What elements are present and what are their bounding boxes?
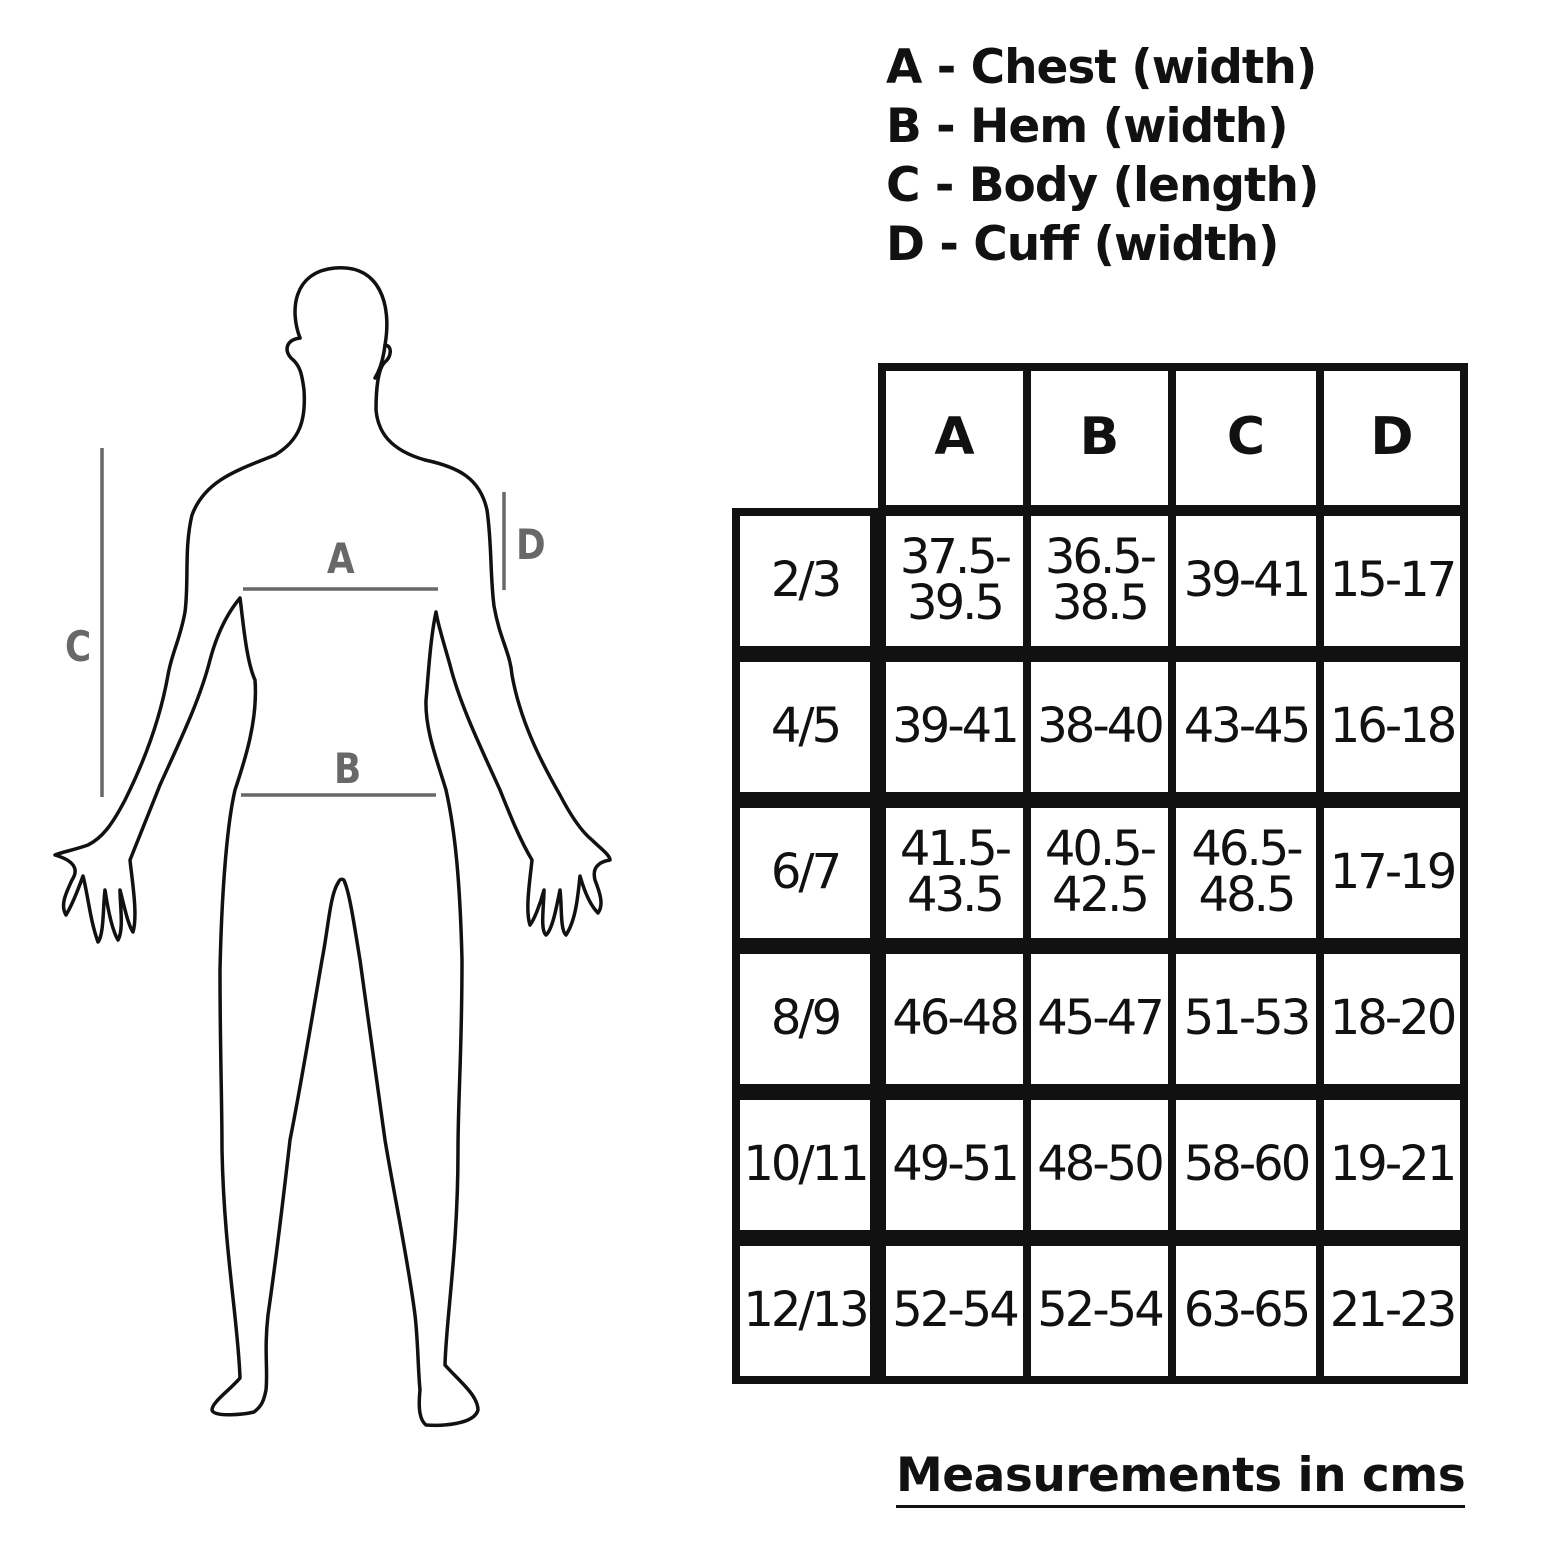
- table-cell-text: 17-19: [1329, 844, 1457, 901]
- legend: A - Chest (width) B - Hem (width) C - Bo…: [886, 38, 1319, 274]
- table-cell: 46-48: [878, 946, 1031, 1092]
- table-cell: 45-47: [1023, 946, 1176, 1092]
- table-header-a-text: A: [934, 407, 975, 468]
- table-size-cell: 2/3: [732, 508, 878, 654]
- dimension-label-b: B: [334, 744, 362, 793]
- table-cell: 48-50: [1023, 1092, 1176, 1238]
- table-cell: 39-41: [1168, 508, 1324, 654]
- table-cell-text: 43-45: [1183, 698, 1311, 755]
- table-cell: 52-54: [878, 1238, 1031, 1384]
- table-cell-text: 41.5- 43.5: [899, 821, 1012, 923]
- figure-right-outline: [343, 458, 612, 1428]
- table-cell: 63-65: [1168, 1238, 1324, 1384]
- table-header-b-text: B: [1079, 407, 1120, 468]
- figure-left-outline: [53, 453, 340, 1417]
- table-cell-text: 51-53: [1183, 990, 1311, 1047]
- table-cell-text: 48-50: [1037, 1136, 1164, 1193]
- body-figure: [53, 266, 612, 1428]
- table-cell-text: 49-51: [892, 1136, 1019, 1193]
- table-cell-text: 63-65: [1183, 1282, 1311, 1339]
- table-cell-text: 21-23: [1329, 1282, 1457, 1339]
- size-table: A B C D 2/3 37.5- 39.5 36.5- 38.5 39-41 15-17 4/5…: [732, 363, 1468, 1389]
- figure-neck-left: [273, 336, 307, 457]
- table-cell: 19-21: [1316, 1092, 1468, 1238]
- table-header-c: C: [1168, 363, 1324, 513]
- table-size-cell: 6/7: [732, 800, 878, 946]
- table-cell: 16-18: [1316, 654, 1468, 800]
- figure-neck-right: [374, 343, 427, 462]
- table-cell-text: 18-20: [1329, 990, 1457, 1047]
- table-cell: 49-51: [878, 1092, 1031, 1238]
- table-size-cell-text: 4/5: [770, 698, 842, 755]
- table-cell-text: 36.5- 38.5: [1044, 529, 1157, 631]
- table-cell-text: 40.5- 42.5: [1044, 821, 1157, 923]
- table-cell-text: 16-18: [1329, 698, 1457, 755]
- table-cell: 17-19: [1316, 800, 1468, 946]
- table-size-cell: 12/13: [732, 1238, 878, 1384]
- table-size-cell: 8/9: [732, 946, 878, 1092]
- legend-item-cuff: D - Cuff (width): [886, 217, 1280, 272]
- table-cell-text: 45-47: [1037, 990, 1164, 1047]
- figure-crotch: [336, 877, 347, 885]
- table-cell-text: 52-54: [1037, 1282, 1164, 1339]
- table-cell: 15-17: [1316, 508, 1468, 654]
- table-cell-text: 38-40: [1037, 698, 1164, 755]
- table-cell: 43-45: [1168, 654, 1324, 800]
- table-cell-text: 46.5- 48.5: [1191, 821, 1303, 923]
- table-size-cell-text: 12/13: [743, 1282, 869, 1339]
- table-size-cell-text: 2/3: [770, 552, 842, 609]
- table-size-cell-text: 10/11: [743, 1136, 869, 1193]
- table-cell: 36.5- 38.5: [1023, 508, 1176, 654]
- table-header-a: A: [878, 363, 1031, 513]
- table-header-b: B: [1023, 363, 1176, 513]
- table-header-d-text: D: [1370, 407, 1414, 468]
- table-size-cell-text: 6/7: [770, 844, 842, 901]
- table-header-c-text: C: [1226, 407, 1266, 468]
- table-cell-text: 19-21: [1329, 1136, 1457, 1193]
- table-cell: 38-40: [1023, 654, 1176, 800]
- table-cell-text: 15-17: [1329, 552, 1457, 609]
- dimension-label-d: D: [516, 520, 546, 569]
- dimension-label-c: C: [65, 622, 92, 671]
- legend-item-hem: B - Hem (width): [886, 99, 1289, 154]
- table-cell: 37.5- 39.5: [878, 508, 1031, 654]
- dimension-label-a: A: [327, 534, 355, 583]
- table-cell: 41.5- 43.5: [878, 800, 1031, 946]
- table-size-cell: 4/5: [732, 654, 878, 800]
- table-header-d: D: [1316, 363, 1468, 513]
- table-cell: 40.5- 42.5: [1023, 800, 1176, 946]
- table-cell-text: 52-54: [892, 1282, 1019, 1339]
- legend-item-chest: A - Chest (width): [886, 40, 1317, 95]
- table-cell: 58-60: [1168, 1092, 1324, 1238]
- table-cell-text: 58-60: [1183, 1136, 1311, 1193]
- table-cell-text: 37.5- 39.5: [899, 529, 1012, 631]
- table-cell-text: 46-48: [892, 990, 1019, 1047]
- table-cell: 21-23: [1316, 1238, 1468, 1384]
- measurements-note: Measurements in cms: [896, 1448, 1466, 1508]
- table-cell-text: 39-41: [892, 698, 1019, 755]
- table-cell: 51-53: [1168, 946, 1324, 1092]
- table-cell: 39-41: [878, 654, 1031, 800]
- table-size-cell: 10/11: [732, 1092, 878, 1238]
- table-cell: 46.5- 48.5: [1168, 800, 1324, 946]
- table-cell: 52-54: [1023, 1238, 1176, 1384]
- legend-item-body: C - Body (length): [886, 158, 1319, 213]
- table-cell: 18-20: [1316, 946, 1468, 1092]
- figure-head: [293, 266, 389, 380]
- table-cell-text: 39-41: [1183, 552, 1311, 609]
- table-size-cell-text: 8/9: [770, 990, 842, 1047]
